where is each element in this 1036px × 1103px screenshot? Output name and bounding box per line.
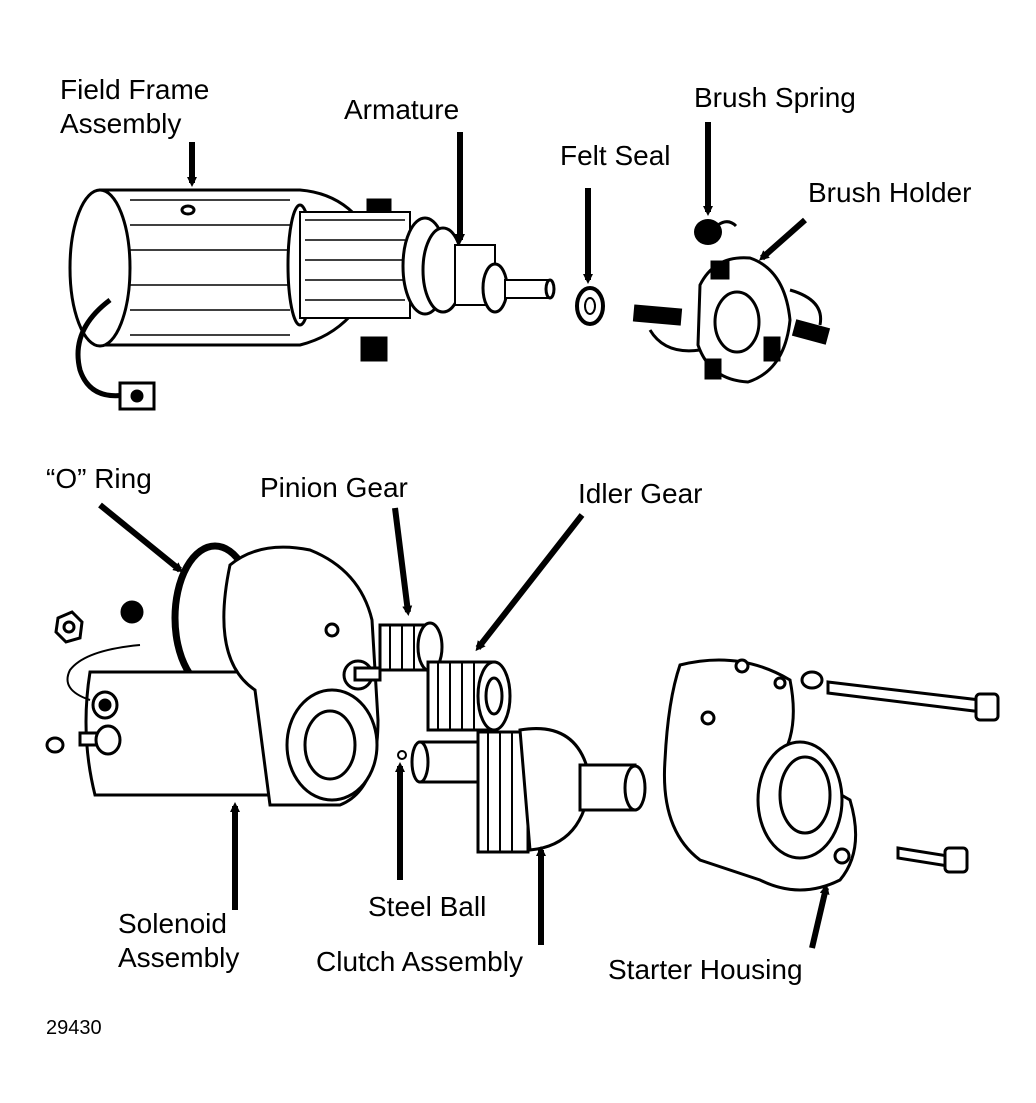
- label-field-frame-line2: Assembly: [60, 108, 182, 139]
- solenoid-assembly: [66, 545, 382, 807]
- label-starter-housing: Starter Housing: [608, 954, 803, 985]
- label-brush-spring: Brush Spring: [694, 82, 856, 113]
- leader-arrows: [98, 122, 830, 949]
- label-steel-ball: Steel Ball: [368, 891, 487, 922]
- through-bolt: [800, 670, 1000, 722]
- starter-housing: [662, 658, 858, 892]
- pinion-gear: [378, 621, 444, 673]
- armature: [286, 203, 556, 327]
- housing-bolt: [896, 846, 969, 874]
- clutch-assembly: [410, 727, 647, 854]
- arrow-starter-housing: [809, 884, 830, 949]
- arrow-brush-holder: [759, 217, 807, 261]
- label-solenoid-line1: Solenoid: [118, 908, 227, 939]
- brush-holder: [632, 256, 831, 384]
- small-nuts: [45, 600, 144, 754]
- label-o-ring: “O” Ring: [46, 463, 152, 494]
- label-pinion-gear: Pinion Gear: [260, 472, 408, 503]
- brush-spring: [694, 219, 738, 245]
- label-brush-holder: Brush Holder: [808, 177, 972, 208]
- arrow-o-ring: [98, 502, 184, 573]
- figure-number: 29430: [46, 1017, 102, 1039]
- label-field-frame-line1: Field Frame: [60, 74, 210, 105]
- label-felt-seal: Felt Seal: [560, 140, 671, 171]
- steel-ball: [397, 750, 407, 760]
- idler-gear: [426, 660, 512, 732]
- label-solenoid-line2: Assembly: [118, 942, 240, 973]
- arrow-pinion-gear: [392, 507, 413, 616]
- label-armature: Armature: [344, 94, 460, 125]
- felt-seal: [575, 286, 605, 326]
- label-clutch-assembly: Clutch Assembly: [316, 946, 523, 977]
- arrow-idler-gear: [475, 513, 585, 652]
- label-idler-gear: Idler Gear: [578, 478, 703, 509]
